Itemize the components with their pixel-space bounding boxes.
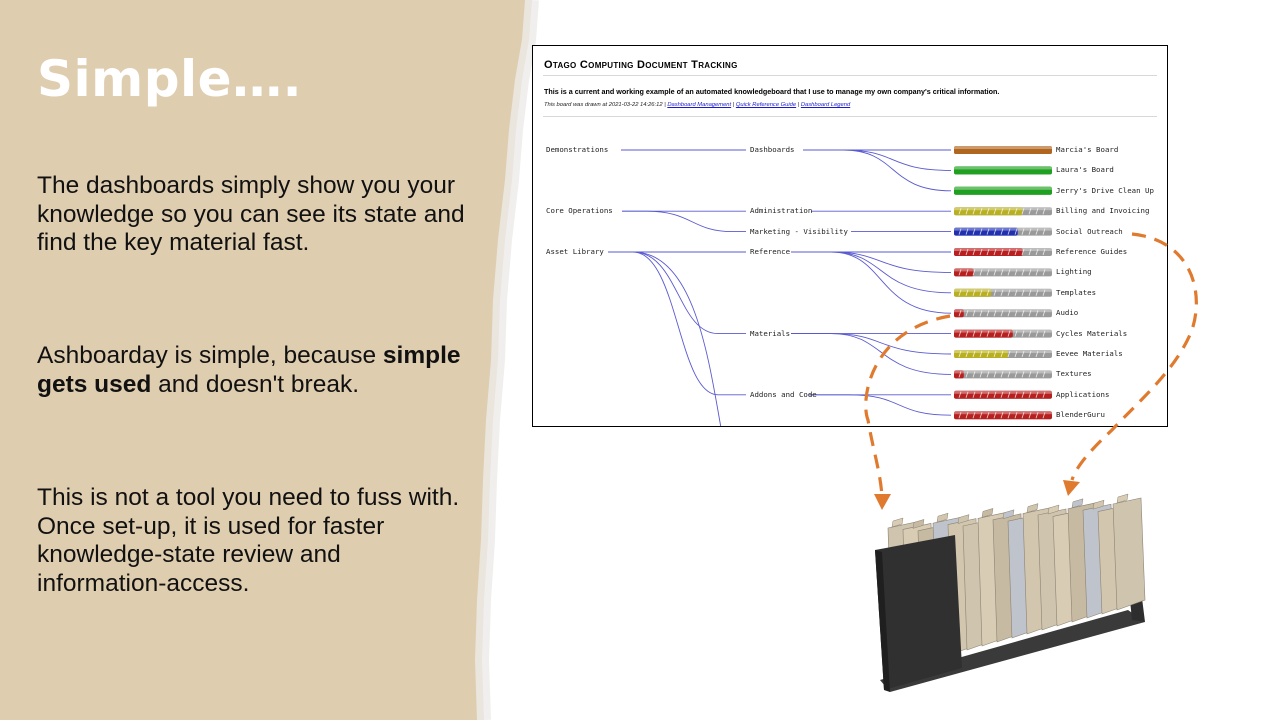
folder-tab	[1116, 493, 1129, 504]
board-node[interactable]: Billing and Invoicing	[1056, 206, 1150, 216]
link-quick-reference-guide[interactable]: Quick Reference Guide	[735, 102, 797, 108]
folder	[1112, 497, 1146, 611]
status-bar-blenderguru[interactable]	[954, 411, 1052, 420]
link-dashboard-legend[interactable]: Dashboard Legend	[800, 102, 851, 108]
tree-link	[622, 210, 746, 233]
status-bar-reference-guides[interactable]	[954, 248, 1052, 256]
board-node[interactable]: Lighting	[1056, 267, 1092, 277]
status-bar-billing-and-invoicing[interactable]	[954, 207, 1052, 216]
para2-text-end: and doesn't break.	[151, 370, 360, 398]
board-node[interactable]: Cycles Materials	[1056, 328, 1128, 338]
tree-link	[791, 333, 952, 355]
draw-timestamp: This board was drawn at 2021-03-22 14:26…	[544, 102, 668, 108]
status-bar-textures[interactable]	[954, 370, 1052, 379]
folder-tab	[912, 519, 925, 529]
link-dashboard-management[interactable]: Dashboard Management	[667, 102, 732, 108]
folder-tab	[957, 514, 970, 524]
status-bar-lighting[interactable]	[954, 268, 1052, 277]
torn-paper-background	[0, 0, 539, 720]
folder-tab	[1092, 499, 1105, 510]
tree-link	[809, 394, 952, 416]
status-bar-templates[interactable]	[954, 288, 1052, 297]
status-bar-applications[interactable]	[954, 390, 1052, 399]
board-node[interactable]: Social Outreach	[1056, 226, 1123, 236]
folder-tab	[1047, 504, 1060, 515]
board-node[interactable]: Laura's Board	[1056, 165, 1114, 175]
board-node[interactable]: Marcia's Board	[1056, 145, 1119, 154]
board-node[interactable]: Reference Guides	[1056, 247, 1128, 256]
slide-title: Simple….	[37, 50, 303, 108]
divider	[543, 116, 1157, 117]
category-node[interactable]: Core Operations	[546, 206, 613, 216]
tree-link	[791, 251, 952, 314]
tree-link	[632, 251, 722, 426]
status-bar-marcia-s-board[interactable]	[954, 146, 1052, 154]
paragraph-simple: Ashboarday is simple, because simple get…	[37, 342, 467, 399]
status-bar-jerry-s-drive-clean-up[interactable]	[954, 186, 1052, 195]
status-bar-cycles-materials[interactable]	[954, 329, 1052, 338]
tree-link	[608, 251, 746, 396]
tree-link	[803, 149, 952, 192]
board-node[interactable]: Eevee Materials	[1056, 349, 1123, 358]
divider	[543, 75, 1157, 76]
board-node[interactable]: Jerry's Drive Clean Up	[1056, 185, 1154, 195]
category-node[interactable]: Demonstrations	[546, 145, 609, 154]
group-node[interactable]: Administration	[750, 206, 813, 216]
tree-connectors	[608, 146, 1052, 426]
tree-link	[608, 251, 746, 335]
board-node[interactable]: Templates	[1056, 287, 1097, 297]
dashboard-meta: This board was drawn at 2021-03-22 14:26…	[544, 102, 850, 108]
folder-tab	[981, 508, 994, 518]
link-separator: |	[796, 102, 801, 108]
dashboard-subtitle: This is a current and working example of…	[544, 87, 1000, 96]
dashboard-title: Otago Computing Document Tracking	[544, 59, 738, 71]
status-bar-audio[interactable]	[954, 309, 1052, 318]
group-node[interactable]: Dashboards	[750, 145, 795, 154]
folder-tab	[1026, 503, 1039, 513]
link-separator: |	[731, 102, 736, 108]
left-text-panel: Simple…. The dashboards simply show you …	[0, 0, 600, 720]
para2-bold-text: simple gets used	[37, 342, 461, 398]
dashboard-screenshot: Otago Computing Document Tracking This i…	[532, 45, 1168, 427]
board-node[interactable]: BlenderGuru	[1056, 410, 1105, 420]
status-bar-laura-s-board[interactable]	[954, 166, 1052, 175]
status-bar-social-outreach[interactable]	[954, 227, 1052, 236]
board-node[interactable]: Applications	[1056, 389, 1110, 399]
folder-tab	[936, 512, 949, 523]
para2-text-start: Ashboarday is simple, because	[37, 342, 383, 369]
board-node[interactable]: Textures	[1056, 369, 1092, 379]
group-node[interactable]: Marketing - Visibility	[750, 226, 848, 236]
paragraph-dashboards: The dashboards simply show you your know…	[37, 172, 465, 256]
folder-tab	[1002, 509, 1015, 520]
status-bar-eevee-materials[interactable]	[954, 350, 1052, 358]
tree-link	[803, 149, 952, 171]
folder-tab	[1071, 498, 1084, 509]
group-node[interactable]: Addons and Code	[750, 389, 817, 399]
group-node[interactable]: Reference	[750, 247, 791, 256]
file-folders-image	[875, 493, 1146, 692]
board-node[interactable]: Audio	[1056, 308, 1079, 318]
group-node[interactable]: Materials	[750, 328, 791, 338]
category-node[interactable]: Asset Library	[546, 247, 604, 256]
paragraph-tool: This is not a tool you need to fuss with…	[37, 484, 460, 597]
folder-tab	[891, 517, 904, 528]
